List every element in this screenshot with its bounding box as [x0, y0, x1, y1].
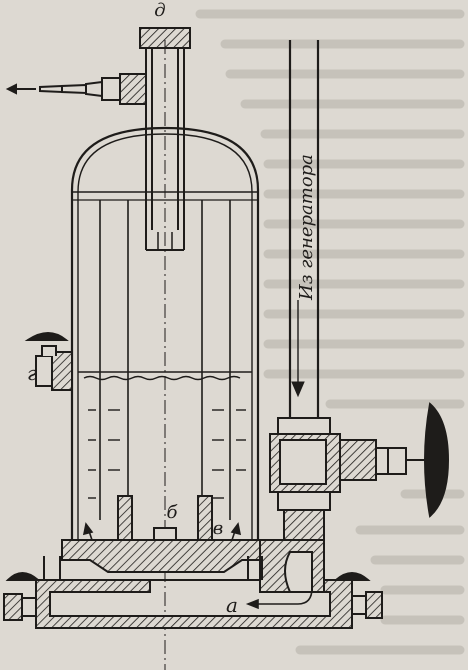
label-a: а — [226, 593, 238, 617]
bottom-assembly — [35, 495, 353, 629]
gas-outlet-nipple — [5, 73, 147, 105]
label-v: в — [213, 518, 223, 539]
drain-plugs — [3, 556, 383, 621]
background-text-lines — [195, 9, 465, 655]
label-from-generator: Из генератора — [296, 154, 317, 301]
label-g: г — [27, 361, 37, 385]
inner-tubes — [99, 40, 231, 670]
label-b: б — [167, 502, 179, 523]
flow-arrows — [82, 522, 313, 610]
label-d: д — [154, 0, 165, 21]
inlet-valve — [269, 402, 450, 541]
water-level — [78, 371, 252, 499]
generator-inlet-pipe — [288, 40, 320, 418]
level-cock — [24, 332, 73, 391]
